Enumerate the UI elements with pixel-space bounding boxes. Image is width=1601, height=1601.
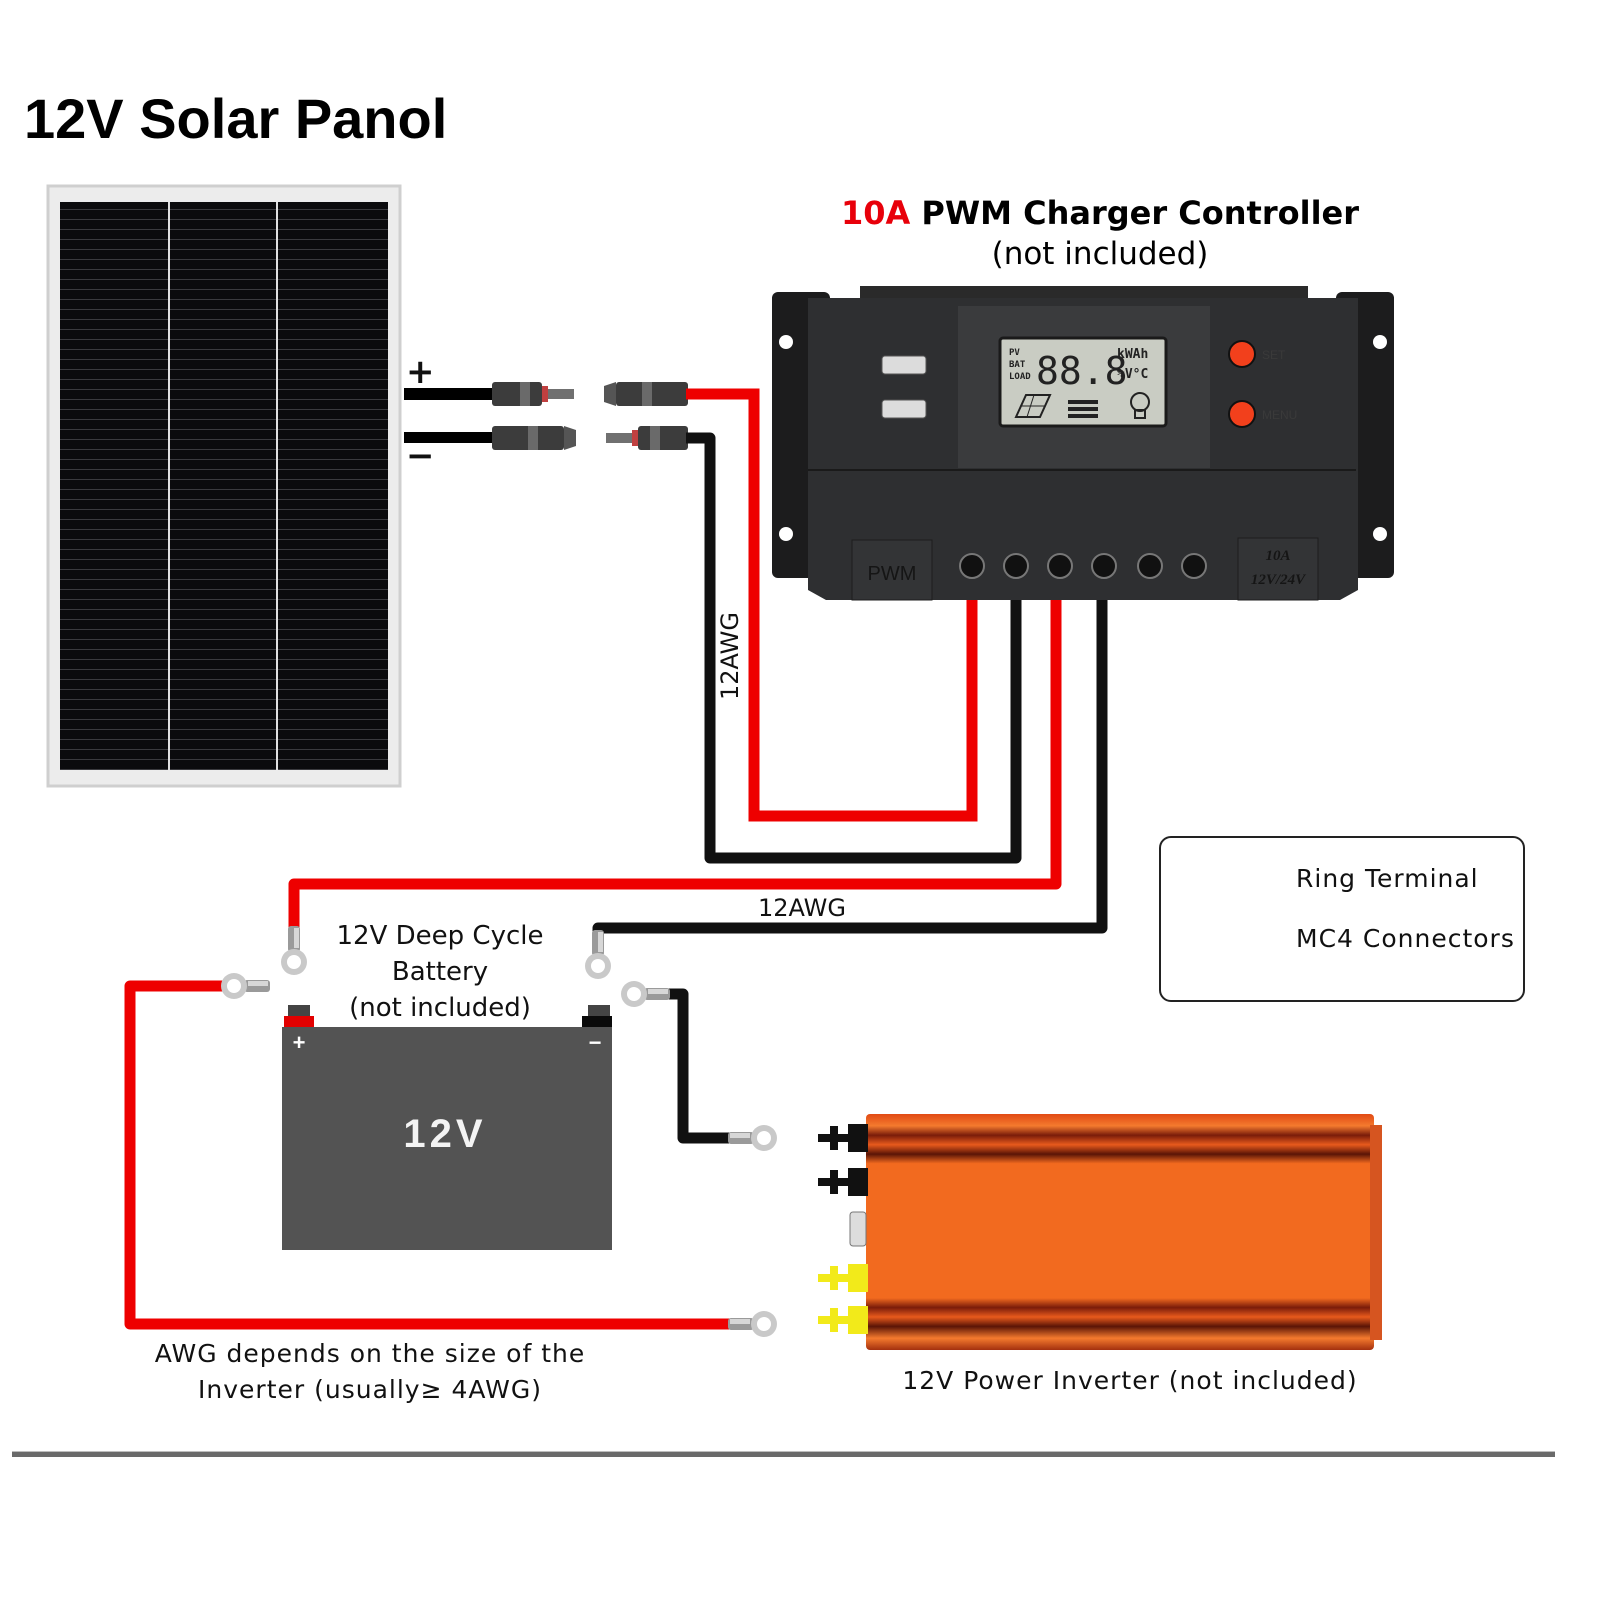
- lcd-solar-icon: [1014, 394, 1052, 418]
- controller-name: PWM Charger Controller: [921, 194, 1360, 232]
- wire-gauge-label-horizontal: 12AWG: [758, 894, 846, 922]
- set-button-label: SET: [1262, 348, 1286, 362]
- battery-label-line: 12V Deep Cycle: [336, 921, 544, 951]
- power-inverter: [818, 1114, 1382, 1350]
- battery-negative-terminal: [582, 1016, 612, 1028]
- terminal-screw: [1003, 553, 1029, 579]
- page-title: 12V Solar Panol: [24, 87, 448, 150]
- usb-port[interactable]: [881, 355, 927, 375]
- inverter-terminal-negative: [818, 1124, 868, 1152]
- lcd-screen: [998, 336, 1168, 428]
- lcd-label-pv: PV: [1009, 348, 1020, 358]
- inverter-positive-wire: [124, 980, 735, 1330]
- ring-terminal-icon: [221, 973, 270, 999]
- battery-voltage: 12V: [403, 1112, 487, 1156]
- menu-button-label: MENU: [1262, 408, 1297, 422]
- divider: [12, 1451, 1555, 1457]
- legend-label-mc4-connectors: MC4 Connectors: [1296, 924, 1515, 953]
- terminal-screw: [1137, 553, 1163, 579]
- lcd-label-bat: BAT: [1009, 360, 1026, 370]
- inverter-terminal-positive: [818, 1264, 868, 1292]
- terminal-screw: [959, 553, 985, 579]
- battery-label: 12V Deep Cycle Battery (not included): [320, 918, 560, 1026]
- controller-title: 10A PWM Charger Controller: [820, 194, 1380, 232]
- ring-terminal-icon: [728, 1311, 777, 1337]
- usb-port[interactable]: [881, 399, 927, 419]
- inverter-label: 12V Power Inverter (not included): [902, 1366, 1358, 1395]
- controller-rating: 10A: [840, 194, 911, 232]
- panel-negative-sign: −: [406, 436, 435, 476]
- ring-terminal-icon: [621, 981, 670, 1007]
- mc4-male-connector-icon: [606, 426, 688, 450]
- lcd-digits: 88.8: [1036, 349, 1128, 393]
- wire-gauge-label-vertical: 12AWG: [716, 612, 744, 700]
- lcd-bulb-icon: [1130, 392, 1150, 419]
- lcd-units-top: kWAh: [1117, 347, 1148, 362]
- inverter-wire-note-line: AWG depends on the size of the: [154, 1339, 586, 1368]
- pv-negative-wire: [686, 432, 1022, 864]
- battery-positive-sign: +: [293, 1030, 306, 1055]
- terminal-screw: [1091, 553, 1117, 579]
- battery-negative-sign: −: [589, 1030, 602, 1055]
- battery-positive-terminal: [284, 1016, 314, 1028]
- battery-label-line: (not included): [349, 993, 531, 1023]
- lcd-label-load: LOAD: [1009, 372, 1031, 382]
- inverter-wire-note-line: Inverter (usually≥ 4AWG): [198, 1375, 542, 1404]
- lcd-battery-icon: [1068, 400, 1098, 418]
- mc4-female-connector-icon: [492, 426, 576, 450]
- inverter-negative-wire: [665, 988, 735, 1144]
- terminal-screw: [1047, 553, 1073, 579]
- terminal-block: [959, 553, 1207, 579]
- panel-positive-lead: [404, 388, 494, 400]
- inverter-wire-note: AWG depends on the size of the Inverter …: [120, 1336, 620, 1408]
- pv-positive-wire: [686, 388, 978, 822]
- battery: [282, 1005, 612, 1250]
- panel-positive-sign: +: [406, 352, 435, 392]
- menu-button[interactable]: [1228, 400, 1256, 428]
- controller-note: (not included): [991, 236, 1209, 272]
- ring-terminal-icon: [728, 1125, 777, 1151]
- pwm-badge: PWM: [868, 563, 917, 585]
- battery-label-line: Battery: [391, 957, 489, 987]
- charge-controller: [772, 286, 1394, 601]
- mc4-male-connector-icon: [492, 382, 574, 406]
- mc4-female-connector-icon: [604, 382, 688, 406]
- battery-positive-wire: [288, 600, 1062, 930]
- ring-terminal-icon: [281, 926, 307, 975]
- inverter-switch[interactable]: [849, 1211, 867, 1247]
- terminal-screw: [1181, 553, 1207, 579]
- solar-panel: [46, 184, 402, 788]
- lcd-units-bottom: %V°C: [1117, 367, 1148, 382]
- legend: [1159, 836, 1525, 1002]
- set-button[interactable]: [1228, 340, 1256, 368]
- panel-negative-lead: [404, 432, 494, 443]
- inverter-terminal-positive: [818, 1306, 868, 1334]
- legend-label-ring-terminal: Ring Terminal: [1296, 864, 1479, 893]
- inverter-terminal-negative: [818, 1168, 868, 1196]
- rating-badge-voltage: 12V/24V: [1251, 572, 1307, 588]
- ring-terminal-icon: [585, 930, 611, 979]
- rating-badge-amps: 10A: [1265, 548, 1290, 564]
